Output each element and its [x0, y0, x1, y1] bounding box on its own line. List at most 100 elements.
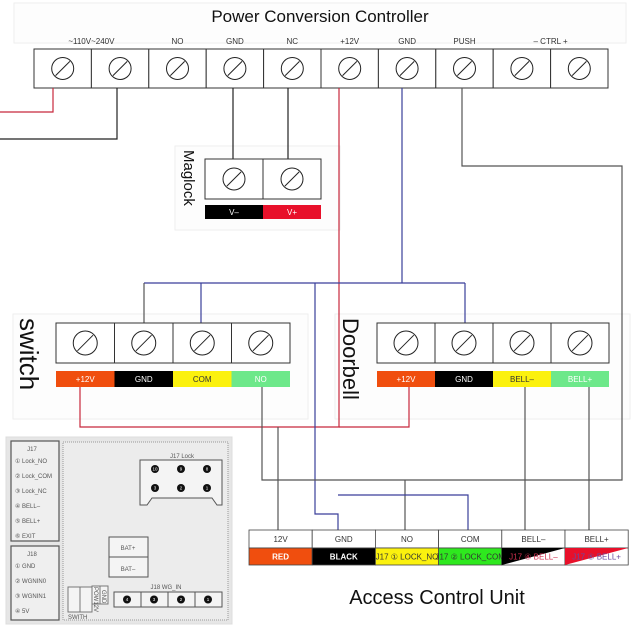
maglock-terminal-1[interactable] [204, 158, 264, 200]
power-controller-terminal-8[interactable] [435, 48, 494, 89]
screw-icon [567, 330, 593, 356]
screw-icon [223, 57, 247, 80]
screw-icon [51, 57, 75, 80]
power-controller-terminal-2[interactable] [90, 48, 150, 89]
access-control-unit-title: Access Control Unit [349, 587, 525, 609]
pin: 9 [177, 465, 185, 473]
doorbell-strip-label: BELL– [510, 375, 535, 384]
switch-strip-3: COM [173, 371, 232, 387]
pin-number: 2 [180, 597, 183, 602]
screw-icon [395, 57, 419, 80]
switch-terminal-2[interactable] [114, 322, 174, 364]
screw-icon [166, 57, 189, 80]
j17-lock-title: J17 Lock [170, 454, 195, 460]
power-controller-terminal-10[interactable] [550, 48, 609, 89]
wire-acu-com-loop [338, 494, 469, 530]
acu-column-2: GND BLACK [311, 529, 376, 566]
acu-wire-color-label: BLACK [330, 553, 358, 562]
acu-wire-color-label: J17 ② LOCK_COM [435, 553, 505, 562]
power-controller-panel [13, 2, 627, 44]
gnd-pcb-label: GND [100, 590, 106, 604]
power-controller-terminal-6[interactable] [320, 48, 379, 89]
pin: 1 [204, 595, 212, 604]
doorbell-terminal-2[interactable] [434, 322, 494, 364]
wire-12v-to-doorbell [339, 386, 410, 428]
doorbell-terminal-4[interactable] [550, 322, 610, 364]
pin: 4 [123, 595, 131, 604]
pin: 2 [177, 484, 185, 492]
maglock-strip-1: V– [205, 205, 263, 219]
acu-column-5: BELL–J17 ④ BELL– [501, 529, 566, 566]
acu-header-label: COM [461, 535, 480, 544]
acu-wire-color-label: J17 ④ BELL– [509, 553, 558, 562]
pin-number: 1 [206, 486, 209, 491]
doorbell-strip-4: BELL+ [551, 371, 609, 387]
wires [0, 88, 623, 530]
power-controller-terminal-1[interactable] [33, 48, 92, 89]
screw-icon [453, 57, 476, 80]
switch-strip-label: +12V [76, 375, 96, 384]
pin-number: 10 [152, 467, 158, 472]
bat-plus-label: BAT+ [121, 546, 136, 552]
power-controller-terminal-9[interactable] [492, 48, 552, 89]
pin-number: 3 [154, 486, 157, 491]
j18-pin-label: ④ 5V [15, 608, 29, 615]
terminal-label: NC [287, 37, 299, 46]
j17-pin-label: ② Lock_COM [15, 473, 52, 480]
switch-terminal-3[interactable] [172, 322, 232, 364]
doorbell-strip-label: BELL+ [568, 375, 593, 384]
gnd-part [99, 585, 109, 605]
power-controller-terminal-block [33, 48, 609, 89]
j17-pin-label: ③ Lock_NC [15, 488, 47, 495]
doorbell-title: Doorbell [338, 318, 363, 400]
doorbell-strip-1: +12V [377, 371, 435, 387]
switch-terminal-4[interactable] [231, 322, 291, 364]
doorbell-terminal-block: +12V GND BELL– BELL+ [376, 322, 610, 387]
maglock-terminal-block: V– V+ [204, 158, 322, 219]
doorbell-terminal-1[interactable] [376, 322, 436, 364]
power-controller-title: Power Conversion Controller [211, 7, 429, 26]
screw-icon [510, 57, 534, 80]
j18-pin-label: ② WGNIN0 [15, 578, 47, 585]
doorbell-strip-label: GND [455, 375, 473, 384]
screw-icon [509, 330, 535, 356]
pin: 3 [151, 484, 159, 492]
acu-header-label: GND [335, 535, 353, 544]
pin: 1 [203, 484, 211, 492]
wire-mains-n [0, 88, 118, 140]
pin: 10 [151, 465, 159, 473]
power-controller-terminal-7[interactable] [377, 48, 437, 89]
switch-title: switch [14, 318, 44, 390]
maglock-strip-label: V+ [287, 208, 297, 217]
screw-icon [451, 330, 477, 356]
power-controller-terminal-4[interactable] [205, 48, 265, 89]
power-controller-terminal-5[interactable] [263, 48, 322, 89]
switch-terminal-1[interactable] [55, 322, 115, 364]
pin-number: 4 [126, 597, 129, 602]
screw-icon [338, 57, 362, 80]
switch-strip-label: NO [255, 375, 267, 384]
power-controller-terminal-3[interactable] [148, 48, 207, 89]
j18-wg-pins: 4 3 2 1 [113, 591, 223, 608]
maglock-terminal-2[interactable] [262, 158, 322, 200]
doorbell-strip-3: BELL– [493, 371, 551, 387]
terminal-label: NO [172, 37, 184, 46]
doorbell-terminal-3[interactable] [492, 322, 552, 364]
doorbell-strip-2: GND [435, 371, 493, 387]
wire-push [261, 88, 623, 481]
pin-number: 3 [153, 597, 156, 602]
acu-column-4: COM J17 ② LOCK_COM [435, 529, 505, 566]
acu-header-label: BELL+ [584, 535, 609, 544]
j18-title: J18 [27, 552, 37, 558]
acu-header-label: NO [401, 535, 413, 544]
